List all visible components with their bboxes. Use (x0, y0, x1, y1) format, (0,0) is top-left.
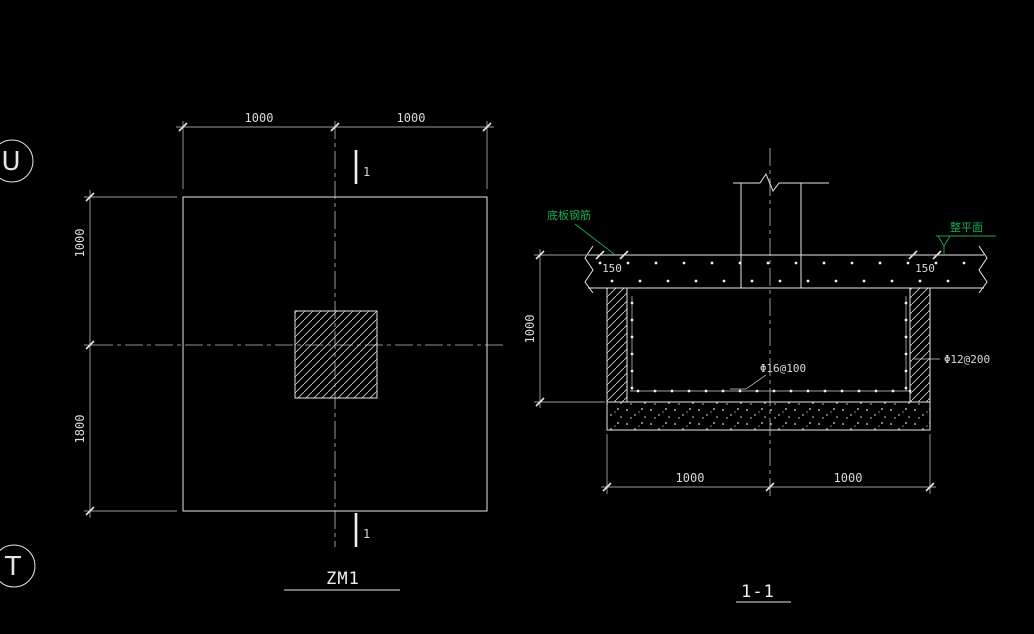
section-edge-dim-right: 150 (908, 250, 942, 275)
rebar-dots (598, 261, 966, 393)
grid-bubble-top-label: U (1, 147, 20, 177)
section-rebar-labels: Φ16@100 Φ12@200 (730, 353, 990, 390)
section-note-right: 整平面 (950, 220, 983, 234)
plan-top-dimension: 1000 1000 (176, 111, 494, 189)
plan-title: ZM1 (326, 569, 360, 589)
section-label-bottom-rebar: Φ16@100 (760, 362, 806, 375)
grid-bubbles: U T (0, 139, 36, 588)
section-wall-left-hatched (606, 287, 628, 403)
section-label-side-rebar: Φ12@200 (944, 353, 990, 366)
section-bottom-slab-stippled (606, 401, 931, 431)
section-note-left-leader (574, 223, 615, 255)
section-dim-left: 1000 (523, 315, 537, 344)
plan-dim-top-left: 1000 (245, 111, 274, 125)
plan-section-mark-bottom: 1 (363, 527, 370, 541)
section-dim-bottom-left: 1000 (676, 471, 705, 485)
section-dim-bottom-right: 1000 (834, 471, 863, 485)
section-title: 1-1 (741, 582, 775, 602)
plan-section-mark-top: 1 (363, 165, 370, 179)
grid-bubble-bottom-label: T (4, 552, 21, 582)
section-level-symbol-icon (937, 235, 951, 247)
section-dim-edge-left: 150 (602, 262, 622, 275)
section-column-break-line (733, 172, 829, 193)
section-view: 150 150 1000 1000 1000 (523, 148, 996, 603)
section-edge-dim-left: 150 (595, 250, 629, 275)
section-column-stub (733, 172, 829, 288)
grid-bubble-bottom-circle (0, 544, 36, 588)
plan-column-hatched (294, 310, 378, 399)
section-annotations: 底板钢筋 整平面 (547, 208, 996, 255)
plan-dim-left-lower: 1800 (73, 415, 87, 444)
section-left-dimension: 1000 (523, 249, 605, 408)
section-bottom-dimension: 1000 1000 (601, 434, 936, 494)
plan-section-marks: 1 1 (354, 150, 370, 547)
grid-bubble-top-circle (0, 139, 34, 183)
section-wall-right-hatched (909, 287, 931, 403)
plan-dim-top-right: 1000 (397, 111, 426, 125)
section-dim-edge-right: 150 (915, 262, 935, 275)
plan-footing-outline (182, 196, 488, 512)
plan-left-dimension: 1000 1800 (73, 190, 177, 518)
plan-dim-left-upper: 1000 (73, 229, 87, 258)
section-leader-bottom-rebar (730, 374, 767, 390)
section-break-left (584, 245, 594, 294)
section-note-left: 底板钢筋 (547, 208, 591, 222)
section-break-right (978, 245, 988, 294)
plan-view: 1000 1000 1000 1800 1 1 ZM1 (73, 111, 507, 591)
